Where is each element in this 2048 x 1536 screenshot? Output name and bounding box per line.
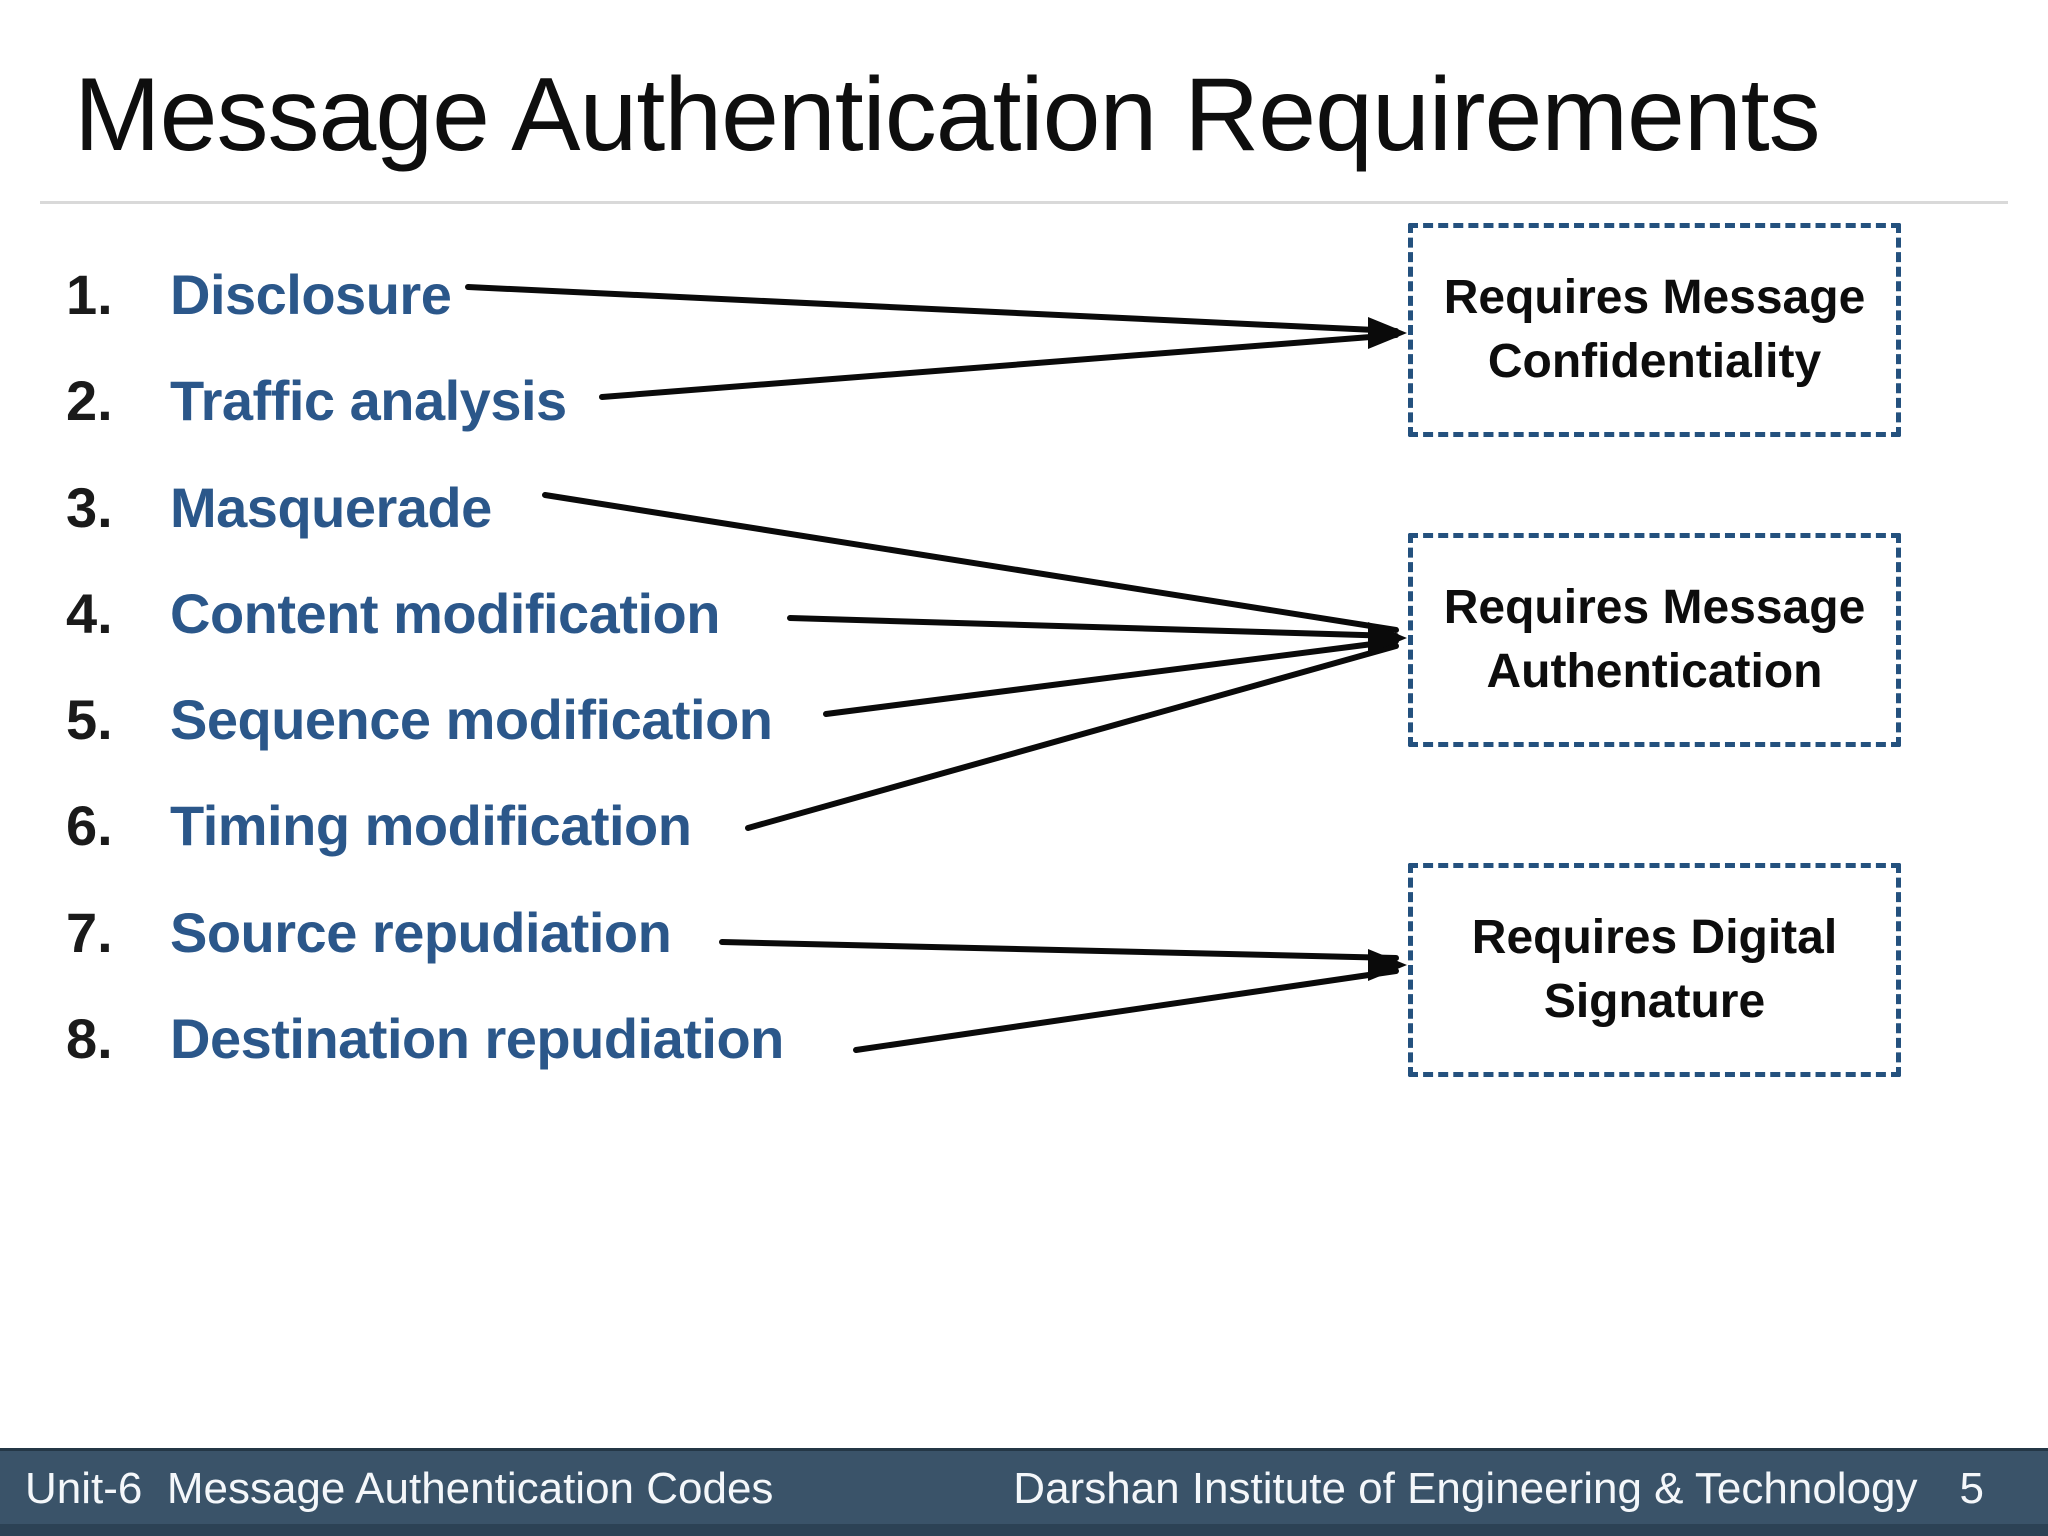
list-item-label: Destination repudiation bbox=[170, 1007, 784, 1070]
footer-course-label: Unit-6 Message Authentication Codes bbox=[25, 1463, 774, 1513]
connector-source-repudiation bbox=[719, 939, 1399, 961]
footer-bottom-band bbox=[0, 1524, 2048, 1536]
list-item-label: Masquerade bbox=[170, 476, 492, 539]
list-item-number: 8. bbox=[66, 1007, 113, 1070]
list-item-label: Source repudiation bbox=[170, 901, 672, 964]
footer-bar: Unit-6 Message Authentication Codes Dars… bbox=[0, 1448, 2048, 1536]
slide-title: Message Authentication Requirements bbox=[74, 57, 1821, 173]
requirement-box-label: Requires Message Confidentiality bbox=[1443, 271, 1866, 388]
connector-traffic-analysis bbox=[599, 332, 1399, 400]
connector-destination-repudiation bbox=[853, 968, 1399, 1053]
arrowhead-signature-icon bbox=[1368, 949, 1407, 981]
footer-page-number: 5 bbox=[1959, 1463, 1984, 1513]
connector-disclosure bbox=[465, 284, 1399, 334]
list-item-label: Traffic analysis bbox=[170, 369, 567, 432]
requirement-box-authentication: Requires Message Authentication bbox=[1408, 533, 1901, 747]
footer-right-group: Darshan Institute of Engineering & Techn… bbox=[1013, 1464, 1984, 1514]
list-item-number: 6. bbox=[66, 794, 113, 857]
connector-content-modification bbox=[787, 615, 1399, 639]
list-item-label: Content modification bbox=[170, 582, 720, 645]
requirement-box-label: Requires Digital Signature bbox=[1471, 911, 1838, 1028]
arrowhead-authentication-icon bbox=[1368, 622, 1407, 654]
list-item-number: 2. bbox=[66, 369, 113, 432]
list-item-label: Sequence modification bbox=[170, 688, 773, 751]
requirement-box-signature: Requires Digital Signature bbox=[1408, 863, 1901, 1077]
list-item-number: 1. bbox=[66, 263, 113, 326]
requirement-box-label: Requires Message Authentication bbox=[1443, 581, 1866, 698]
connector-timing-modification bbox=[745, 643, 1399, 831]
requirement-box-confidentiality: Requires Message Confidentiality bbox=[1408, 223, 1901, 437]
list-item-number: 3. bbox=[66, 476, 113, 539]
list-item-label: Disclosure bbox=[170, 263, 452, 326]
footer-institute-label: Darshan Institute of Engineering & Techn… bbox=[1013, 1463, 1918, 1513]
list-item-label: Timing modification bbox=[170, 794, 692, 857]
arrowhead-confidentiality-icon bbox=[1368, 317, 1407, 349]
list-item-number: 7. bbox=[66, 901, 113, 964]
title-divider bbox=[40, 201, 2008, 204]
connector-sequence-modification bbox=[823, 638, 1399, 717]
list-item-number: 5. bbox=[66, 688, 113, 751]
list-item-number: 4. bbox=[66, 582, 113, 645]
